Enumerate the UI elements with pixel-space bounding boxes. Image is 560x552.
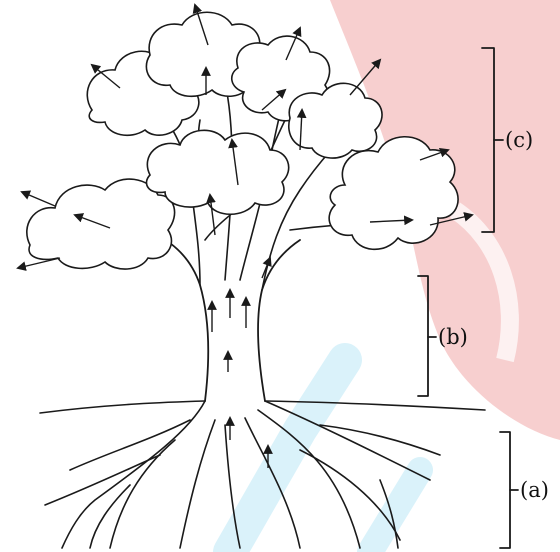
arrow-out — [18, 258, 60, 268]
label-crown: (c) — [505, 128, 533, 152]
watermark-cyan-stroke-2 — [370, 470, 420, 552]
label-roots: (a) — [520, 478, 549, 502]
label-trunk: (b) — [438, 325, 468, 349]
watermark-cyan-stroke — [230, 360, 345, 552]
arrow-out — [22, 192, 55, 206]
bracket-roots — [500, 432, 518, 548]
